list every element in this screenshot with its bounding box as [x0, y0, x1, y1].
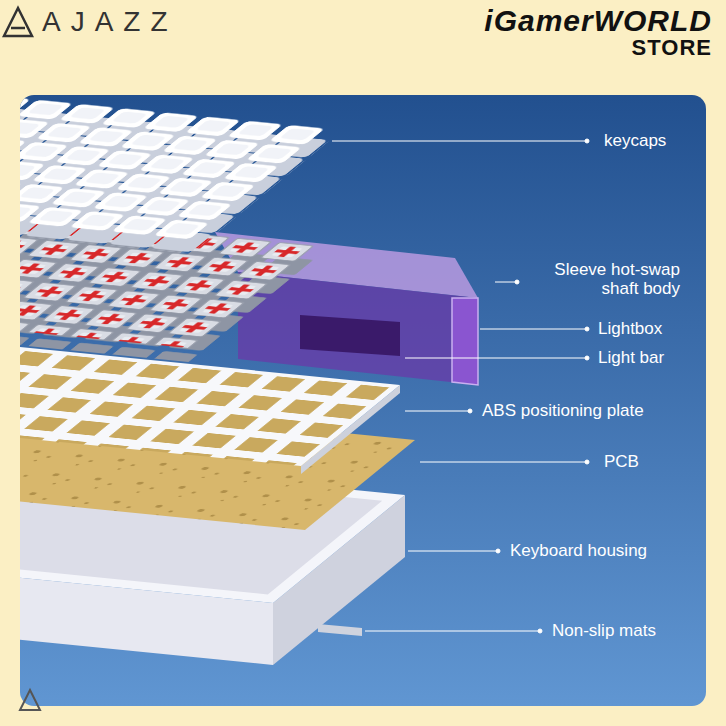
light-bar-shape — [300, 315, 400, 356]
part-label: PCB — [604, 453, 639, 472]
logo-icon-small — [20, 690, 40, 710]
non-slip-mat — [318, 624, 362, 636]
store-subtitle: STORE — [632, 36, 712, 60]
part-label: Light bar — [598, 349, 664, 368]
store-name: iGamerWORLD — [484, 4, 712, 37]
brand-logo-text: AJAZZ — [42, 7, 178, 38]
part-label: ABS positioning plate — [482, 402, 644, 421]
part-label: keycaps — [604, 132, 666, 151]
part-label: Keyboard housing — [510, 542, 647, 561]
part-label: Lightbox — [598, 320, 662, 339]
logo-icon — [4, 8, 32, 36]
part-label: Sleeve hot-swap shaft body — [520, 261, 680, 298]
keycap-layer — [20, 95, 330, 253]
part-label: Non-slip mats — [552, 622, 656, 641]
